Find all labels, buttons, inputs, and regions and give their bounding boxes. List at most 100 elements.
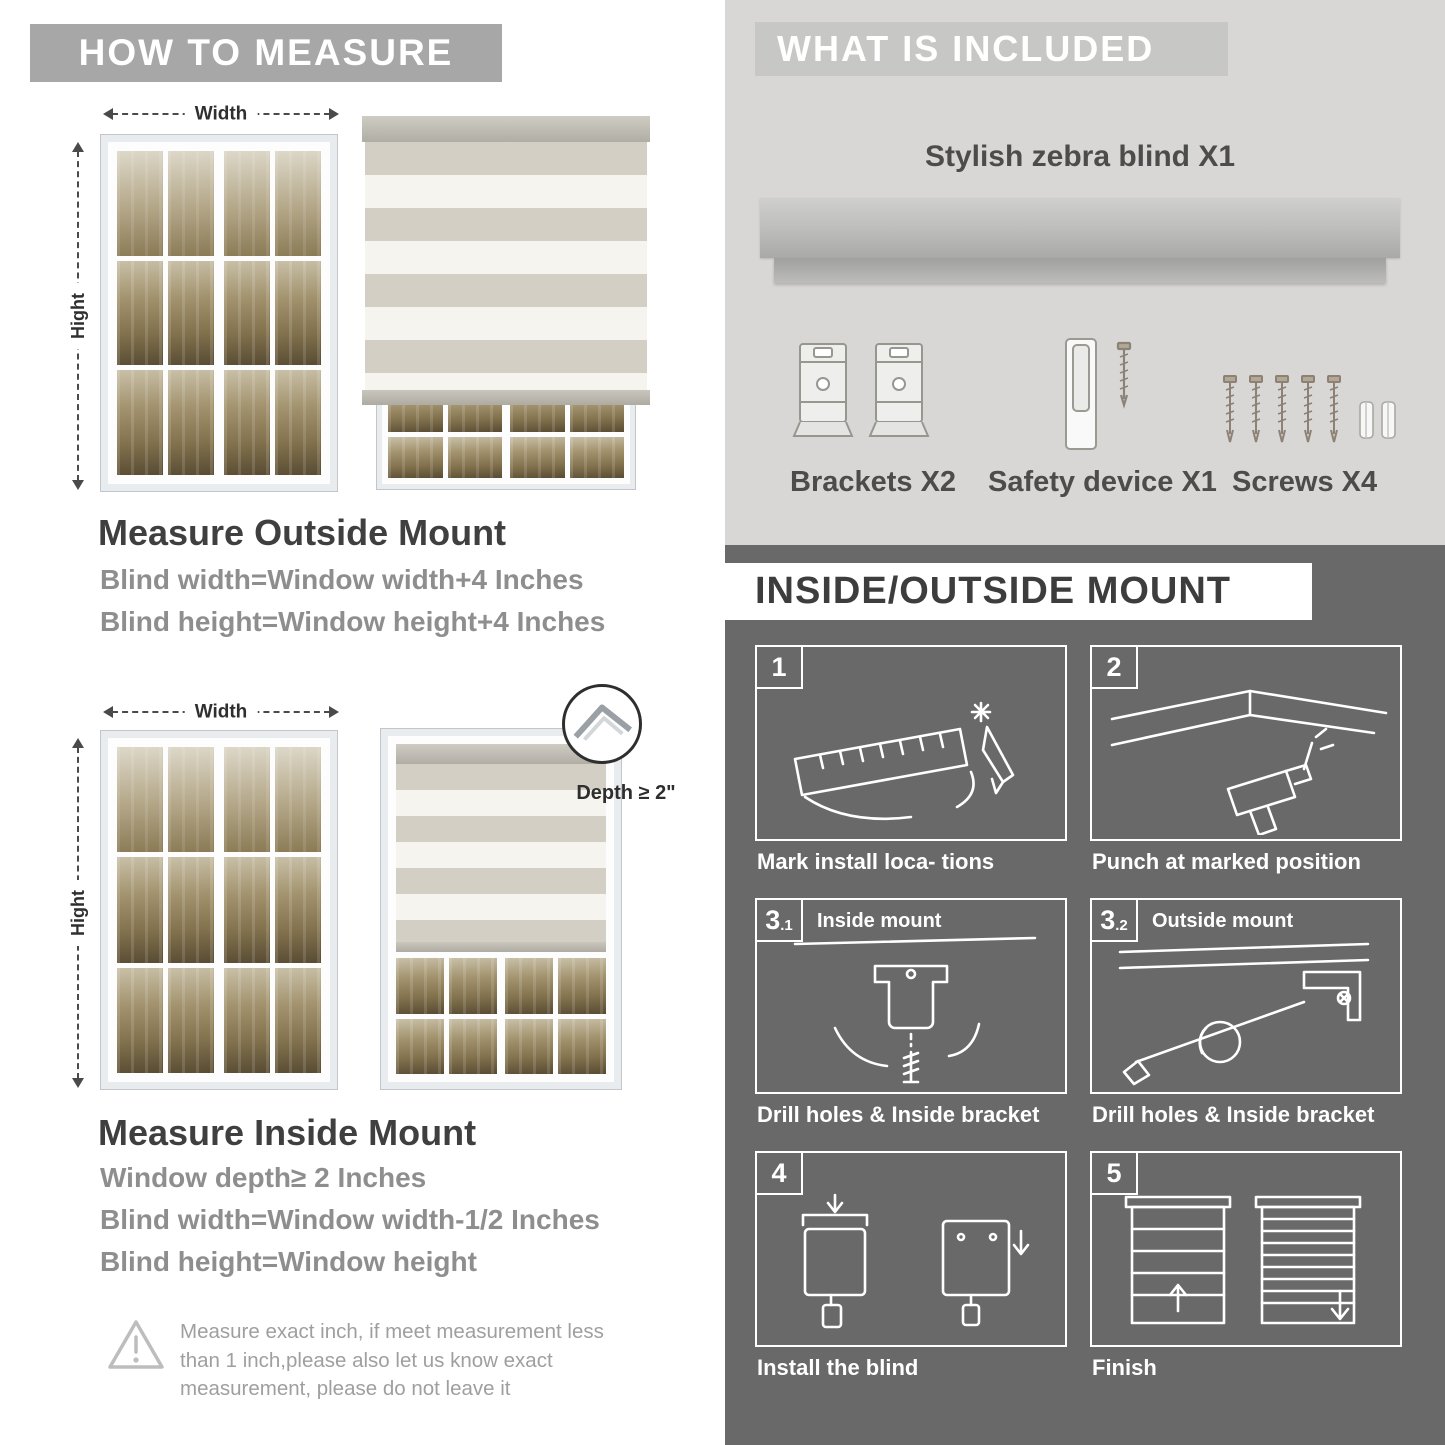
window-pane [396, 958, 444, 1014]
what-is-included-title: WHAT IS INCLUDED [777, 28, 1155, 69]
window-pane [396, 1018, 444, 1074]
step-number: 3.2 [1092, 900, 1138, 942]
width-arrow-outside: Width [103, 104, 339, 124]
outside-formula-width: Blind width=Window width+4 Inches [100, 564, 584, 595]
step-panel-5: 5 [1090, 1151, 1402, 1347]
zebra-blind-inside-figure [380, 728, 622, 1090]
window-pane [117, 967, 163, 1073]
window-pane [510, 436, 565, 478]
step-caption-3-2: Drill holes & Inside bracket [1092, 1102, 1375, 1127]
height-arrow-inside: Hight [68, 738, 88, 1088]
window-pane [449, 958, 497, 1014]
window-pane [275, 747, 321, 853]
step-panel-3-2: 3.2 Outside mount [1090, 898, 1402, 1094]
window-pane [224, 967, 270, 1073]
window-pane [224, 260, 270, 366]
drill-illustration [1110, 689, 1388, 835]
inside-mount-title: Measure Inside Mount [98, 1112, 477, 1153]
inside-formula-height: Blind height=Window height [100, 1246, 477, 1277]
window-pane [275, 967, 321, 1073]
step-panel-4: 4 [755, 1151, 1067, 1347]
window-pane [505, 1018, 553, 1074]
window-illustration-outside [100, 134, 338, 492]
safety-device-icon [1052, 335, 1162, 458]
window-pane [224, 370, 270, 475]
step-title: Inside mount [817, 910, 942, 932]
window-pane [117, 151, 163, 256]
window-pane [505, 958, 553, 1014]
blind-headrail [362, 116, 650, 142]
width-label: Width [184, 104, 258, 124]
blind-bottomrail-illustration [774, 258, 1386, 283]
depth-requirement-label: Depth ≥ 2" [576, 782, 676, 804]
step-number: 2 [1092, 647, 1138, 689]
warning-triangle-icon [106, 1316, 166, 1379]
step-number-text: 3 [765, 904, 781, 935]
window-sash [224, 151, 321, 475]
step-panel-2: 2 [1090, 645, 1402, 841]
step-number-text: 5 [1106, 1157, 1122, 1188]
step-caption-2: Punch at marked position [1092, 849, 1361, 874]
blind-stripes [396, 764, 606, 942]
window-pane [569, 436, 624, 478]
window-illustration-inside [100, 730, 338, 1090]
window-pane [224, 857, 270, 963]
what-is-included-header: WHAT IS INCLUDED [755, 22, 1228, 76]
step-number: 4 [757, 1153, 803, 1195]
inside-formula-depth: Window depth≥ 2 Inches [100, 1162, 427, 1193]
window-pane [275, 370, 321, 475]
window-pane [447, 436, 502, 478]
step-caption-4: Install the blind [757, 1355, 919, 1380]
outside-formula-height: Blind height=Window height+4 Inches [100, 606, 606, 637]
window-pane [224, 151, 270, 256]
outside-bracket-illustration [1118, 942, 1370, 1086]
window-pane [117, 857, 163, 963]
inside-outside-mount-header: INSIDE/OUTSIDE MOUNT [725, 563, 1312, 620]
step-panel-1: 1 [755, 645, 1067, 841]
window-pane [117, 747, 163, 853]
window-pane [558, 1018, 606, 1074]
blind-stripes [365, 142, 647, 390]
step-number-sub: .1 [780, 916, 793, 934]
how-to-measure-header: HOW TO MEASURE [30, 24, 502, 82]
brackets-label: Brackets X2 [790, 466, 957, 498]
screws-icon [1218, 372, 1408, 462]
window-frame [388, 736, 614, 1082]
mark-location-illustration [793, 701, 1015, 821]
blind-bottomrail [396, 942, 606, 952]
window-pane [449, 1018, 497, 1074]
finish-illustration [1124, 1195, 1362, 1325]
step-number-text: 3 [1100, 904, 1116, 935]
window-lower-glass [396, 952, 606, 1074]
inside-outside-mount-title: INSIDE/OUTSIDE MOUNT [755, 570, 1232, 612]
step-caption-3-1: Drill holes & Inside bracket [757, 1102, 1040, 1127]
step-number-sub: .2 [1115, 916, 1128, 934]
window-pane [275, 260, 321, 366]
window-pane [275, 857, 321, 963]
window-pane [168, 747, 214, 853]
step-number: 3.1 [757, 900, 803, 942]
blind-bottomrail [362, 390, 650, 405]
window-pane [168, 967, 214, 1073]
step-number: 5 [1092, 1153, 1138, 1195]
window-pane [168, 857, 214, 963]
window-pane [168, 370, 214, 475]
install-blind-illustration [801, 1193, 1030, 1329]
window-pane [275, 151, 321, 256]
window-pane [117, 370, 163, 475]
window-frame [108, 738, 330, 1082]
window-frame [108, 142, 330, 484]
height-arrow-outside: Hight [68, 142, 88, 490]
inside-formula-width: Blind width=Window width-1/2 Inches [100, 1204, 600, 1235]
how-to-measure-title: HOW TO MEASURE [78, 32, 454, 73]
window-pane [558, 958, 606, 1014]
window-sash [396, 958, 497, 1074]
blind-headrail-illustration [760, 198, 1400, 258]
step-caption-5: Finish [1092, 1355, 1157, 1380]
frame-corner-detail-icon [573, 704, 633, 741]
warning-text: Measure exact inch, if meet measurement … [180, 1320, 604, 1401]
width-label: Width [184, 702, 258, 722]
width-arrow-inside: Width [103, 702, 339, 722]
window-pane [388, 436, 443, 478]
zebra-blind-outside-figure [362, 116, 650, 492]
